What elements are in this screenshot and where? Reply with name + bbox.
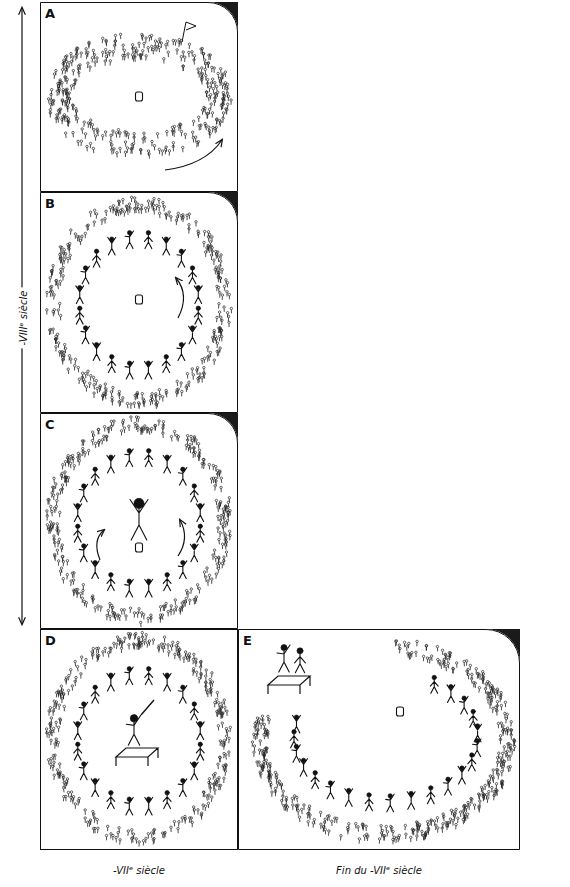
crowd [47,33,232,159]
dancer [76,231,202,379]
motion-arrow [178,520,185,556]
panel-box: E [238,629,520,850]
dancer [290,675,481,811]
corner-shade [208,413,238,443]
actor-figure [126,715,140,746]
crowd [46,196,233,409]
panel-letter: A [44,7,56,21]
crowd [45,631,231,846]
actor-figure [277,645,305,673]
motion-arrow [165,140,222,170]
corner-shade [486,629,520,663]
panel-e-art [251,640,516,845]
dancer [74,667,204,815]
crowd [251,640,516,845]
altar-stone [136,92,143,101]
corner-shade [208,192,238,222]
panel-letter: D [44,634,57,648]
panel-box: A [40,2,238,192]
panel-letter: C [44,418,56,432]
period-label: -VIIᵉ siècle [110,864,168,878]
period-label: -VIIIᵉ siècle [17,288,31,349]
panel-c-art [46,416,232,627]
table [116,748,158,766]
motion-arrow [176,278,184,318]
panel-d-art [45,631,231,846]
crowd [46,416,232,627]
motion-arrow [97,530,104,560]
corner-shade [208,2,238,32]
panel-letter: B [44,197,56,211]
priest-figure [130,498,148,540]
panel-box: B [40,192,238,413]
period-label: Fin du -VIIᵉ siècle [333,864,425,878]
altar-stone [136,543,143,552]
panel-b-art [46,196,233,409]
table [268,676,310,694]
panel-a-art [47,22,232,170]
altar-stone [397,707,404,716]
standard [182,22,196,42]
panel-letter: E [242,634,253,648]
dancer [74,449,204,597]
panel-box: D [40,629,238,850]
staff [141,700,154,715]
panel-box: C [40,413,238,629]
altar-stone [136,295,143,304]
